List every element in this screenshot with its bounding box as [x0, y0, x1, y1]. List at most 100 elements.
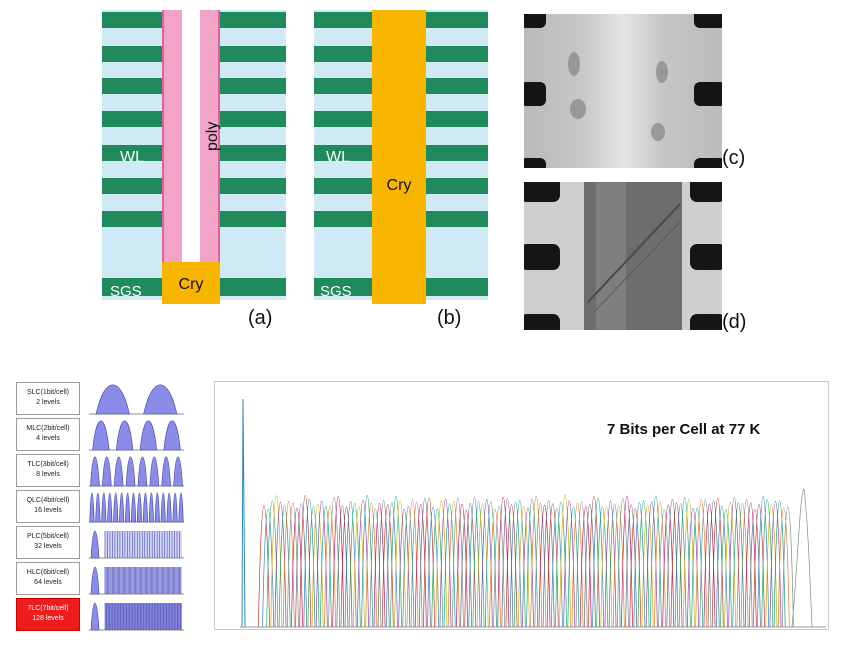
level-peak [137, 456, 148, 487]
distribution-trace [385, 502, 398, 628]
distribution-trace [460, 509, 473, 628]
distribution-trace [691, 507, 704, 628]
cell-type-name: 7LC(7bit/cell) [27, 605, 69, 612]
poly-grains [568, 52, 668, 141]
word-line-blocks [524, 14, 722, 168]
distribution-trace [324, 505, 336, 628]
distribution-trace [583, 504, 596, 628]
level-peak [136, 492, 143, 523]
cell-type-plc: PLC(5bit/cell) 32 levels [16, 526, 80, 559]
level-peak [113, 492, 119, 523]
level-fill [105, 567, 182, 594]
level-peak [148, 492, 154, 523]
level-peak [92, 420, 110, 451]
cell-level-count: 8 levels [36, 471, 60, 478]
distribution-trace [791, 488, 813, 628]
level-peak [173, 456, 183, 487]
distribution-trace [555, 501, 567, 628]
level-peak [154, 492, 160, 523]
cry-plug [162, 262, 220, 304]
level-peak [130, 492, 137, 523]
level-peak [95, 384, 130, 415]
panel-label-c: (c) [722, 147, 746, 169]
level-peak [101, 492, 107, 523]
level-peak [95, 492, 101, 523]
liner-edge-right [218, 10, 220, 268]
distribution-trace [505, 504, 518, 628]
cell-type-name: SLC(1bit/cell) [26, 389, 69, 396]
wl-label: WL [326, 149, 350, 166]
distribution-trace [402, 506, 415, 628]
distribution-trace [670, 502, 683, 628]
cell-type-name: HLC(6bit/cell) [26, 569, 70, 576]
distribution-trace [662, 504, 675, 628]
cross-section-b: WL SGS Cry [314, 10, 488, 304]
distribution-trace [319, 505, 332, 628]
distribution-trace [381, 504, 394, 628]
panel-label-d: (d) [722, 311, 747, 333]
distribution-trace [596, 506, 609, 628]
cell-type-name: MLC(2bit/cell) [26, 425, 70, 432]
distribution-trace [348, 502, 361, 628]
level-peak [142, 492, 148, 523]
level-peak [160, 492, 166, 523]
distribution-trace [715, 505, 728, 628]
distribution-trace [687, 507, 699, 628]
distribution-trace [674, 503, 687, 628]
distribution-trace [369, 508, 382, 628]
distribution-trace [278, 505, 291, 628]
micrograph-c [524, 14, 722, 168]
distribution-trace [777, 507, 790, 628]
distribution-trace [567, 506, 580, 628]
distribution-trace [352, 506, 365, 628]
cell-level-count: 16 levels [34, 507, 62, 514]
wl-label: WL [120, 149, 144, 166]
distribution-trace [550, 507, 563, 628]
distribution-trace [340, 506, 353, 628]
distribution-trace [517, 506, 530, 628]
level-peak [125, 492, 131, 523]
distribution-trace [295, 503, 308, 628]
sgs-label: SGS [110, 283, 142, 300]
distribution-trace [732, 502, 745, 628]
level-peak [115, 420, 134, 451]
level-peak [90, 603, 100, 631]
cell-level-count: 4 levels [36, 435, 60, 442]
plot-frame [214, 381, 829, 630]
distribution-trace [579, 506, 592, 628]
level-peak [139, 420, 158, 451]
panel-label-b: (b) [437, 307, 462, 329]
level-peak [143, 384, 178, 415]
level-distribution-row [89, 531, 184, 559]
level-peak [178, 492, 184, 523]
cell-level-count: 2 levels [36, 399, 60, 406]
distribution-trace [748, 509, 761, 628]
distribution-trace [600, 505, 613, 628]
level-distributions [89, 384, 184, 631]
level-peak [102, 456, 112, 487]
distribution-trace [476, 503, 489, 628]
level-distribution-row [89, 567, 184, 595]
distribution-trace [431, 508, 444, 628]
cell-level-count: 32 levels [34, 543, 62, 550]
distribution-trace [522, 507, 534, 628]
level-peak [125, 456, 136, 487]
distribution-trace [781, 507, 794, 628]
distribution-trace [493, 506, 506, 628]
distribution-trace [658, 509, 671, 628]
level-peak [90, 567, 100, 595]
cell-type-tlc: TLC(3bit/cell) 8 levels [16, 454, 80, 487]
cell-type-qlc: QLC(4bit/cell) 16 levels [16, 490, 80, 523]
grain-boundary-2 [593, 221, 681, 313]
cry-column [372, 10, 426, 304]
tem-background [524, 14, 722, 168]
level-distribution-row [89, 603, 184, 631]
distribution-trace [546, 503, 559, 628]
distribution-trace [398, 508, 411, 628]
level-peak [149, 456, 160, 487]
level-distribution-row [89, 492, 184, 523]
distribution-trace [534, 503, 547, 628]
distribution-trace [427, 507, 440, 628]
distribution-trace [291, 507, 303, 628]
cell-type-mlc: MLC(2bit/cell) 4 levels [16, 418, 80, 451]
